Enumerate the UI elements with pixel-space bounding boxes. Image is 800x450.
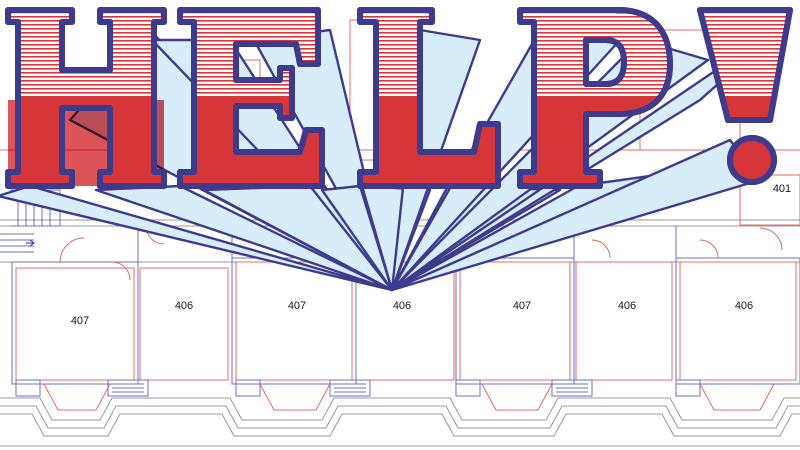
room-number: 401	[773, 183, 791, 195]
facade	[0, 397, 800, 447]
room-number: 406	[735, 300, 753, 312]
room-number: 407	[288, 300, 306, 312]
room-number: 406	[175, 300, 193, 312]
room-number: 406	[618, 300, 636, 312]
window-sills	[15, 379, 701, 397]
room-number: 407	[71, 315, 89, 327]
room-number: 406	[393, 300, 411, 312]
room-number: 407	[513, 300, 531, 312]
letter-outlines	[5, 7, 793, 189]
inner-walls	[11, 226, 800, 385]
floor-plan	[0, 19, 800, 447]
room-labels: 407 406 407 406 407 406 406 401	[71, 183, 791, 327]
bay-windows	[43, 383, 775, 411]
